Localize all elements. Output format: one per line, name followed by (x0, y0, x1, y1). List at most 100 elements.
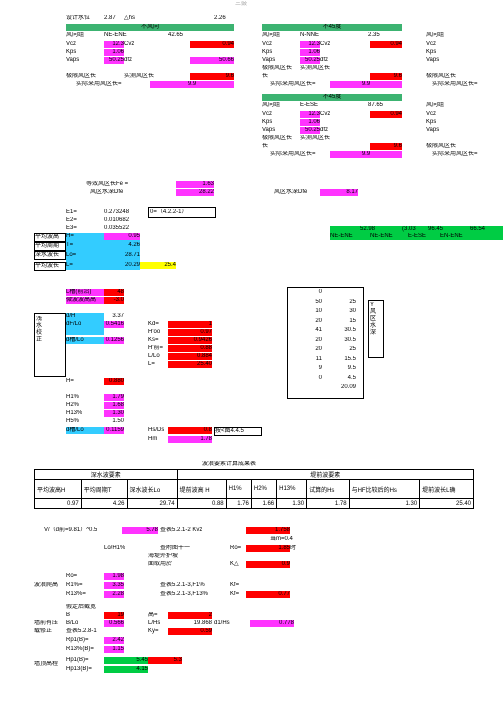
band-1: 不风向 (66, 24, 234, 31)
h2p-value: 1.68 (104, 402, 124, 409)
note-label: 按<图4.4.5 (214, 427, 262, 436)
dir-label-5: 风向组 (426, 102, 445, 108)
table-header-cell: 堤前波长L确 (419, 479, 474, 499)
lh-value: 19.868 (193, 620, 212, 626)
h-label: H= (66, 233, 74, 239)
kp-label-4: Kps (426, 49, 437, 55)
kp-label-2: Kps (262, 49, 273, 55)
shallow-correction-box (34, 313, 66, 377)
wall-label: 墙前有压 (34, 620, 59, 626)
dir-label-1: 风向组 (66, 32, 85, 38)
l-value: 20.29 (124, 262, 140, 268)
rp-value: 3.35 (104, 582, 124, 589)
len1-label-3: 极限风区长 (262, 135, 293, 141)
e1-note: 0=（4.2.2-1） (150, 209, 188, 215)
dlh-label: d1/Hs (214, 620, 230, 626)
depth-left: 20 (315, 346, 322, 352)
h13p-label: H13% (66, 410, 83, 416)
len-value-2: 9.6 (370, 73, 402, 80)
bl-value: 0.566 (104, 620, 124, 627)
depth-right: 30.5 (344, 336, 356, 343)
hm-value: 1.78 (168, 436, 212, 443)
b-label: B (66, 612, 71, 618)
table-header-cell: 平均周期T (80, 479, 128, 499)
table-value-cell: 1.30 (276, 498, 308, 509)
depth-left: 50 (315, 298, 322, 305)
k-label: K△ (230, 561, 239, 567)
table-header-cell: 试算的Hs (306, 479, 350, 499)
l2-value: 25.40 (168, 361, 212, 368)
kp-value-2: 1.06 (300, 49, 320, 56)
s2-b2-value: 0.5416 (104, 321, 124, 328)
t-label: T= (66, 242, 74, 248)
s2-b1-label: d/H (66, 313, 76, 319)
b-value: 19 (104, 612, 124, 619)
depth-left: 20 (315, 317, 322, 324)
kp-value-3: 1.06 (300, 119, 320, 126)
side-tag-3: 深水波长 (34, 251, 66, 260)
depth-right: 30.5 (344, 327, 356, 333)
depth-right: 25 (349, 298, 356, 305)
table-value-cell: 0.88 (176, 498, 227, 509)
q4-label: 查表5.2.1-3,F1% (160, 582, 205, 588)
r13-value: 2.28 (104, 591, 124, 598)
dlh-value: 0.778 (250, 620, 294, 627)
hs-label: △hs (124, 15, 135, 21)
depth-left: 10 (315, 308, 322, 314)
kp-value: 1.06 (104, 49, 124, 56)
depth-left: 9 (318, 365, 322, 371)
group-front: 堤前波要素 (176, 469, 475, 480)
len-short-2: 长 (262, 73, 269, 79)
table-header-cell: H1% (225, 479, 252, 499)
depth-right: 20.09 (340, 384, 356, 390)
hv-label: H= (66, 378, 74, 384)
ang-2: 2.35 (368, 32, 380, 38)
adopt-value-3: 9.9 (330, 151, 402, 158)
s2-a2-label: 微波波高高 (66, 297, 104, 304)
dfz-label-3: dfz (320, 127, 329, 133)
table-header-cell: 平均波高H (34, 479, 82, 499)
e2-label: E2= (66, 217, 77, 223)
depth-left: 20 (315, 336, 322, 343)
run-label: 波浪爬高 (34, 582, 59, 588)
len-value: 9.6 (190, 73, 234, 80)
vcz-label: Vcz (66, 41, 77, 47)
e3-label: E3= (66, 225, 77, 231)
depth-right: 15.5 (344, 355, 356, 362)
vf-label: V/（d前=9.81）^0.5 (44, 527, 98, 533)
kp-label-3: Kps (262, 119, 273, 125)
lohp-label: Lo/H1% (104, 545, 126, 551)
t1b-value: 5.3 (148, 657, 182, 664)
depth-box (287, 287, 364, 399)
table-value-cell: 1.78 (306, 498, 350, 509)
table-header-cell: H13% (276, 479, 308, 499)
ks-value: 0.9426 (168, 337, 212, 344)
cvz-value-2: 0.94 (370, 41, 402, 48)
green-row (330, 226, 503, 240)
kf2-label: Kf= (230, 591, 240, 597)
h1-label: H'前= (148, 345, 163, 351)
depth-right: 9.5 (347, 365, 356, 371)
table-header-cell: H2% (250, 479, 278, 499)
shallow-correction-label: 浅 水 校 正 (36, 316, 43, 343)
cvz-value: 0.94 (190, 41, 234, 48)
ro-label: Ro= (66, 573, 78, 579)
t2-label: Hp13(B)= (66, 666, 92, 672)
adopt-label-2: 实际采用风区长= (270, 81, 316, 87)
assume-label: 假定后截宽 (66, 604, 97, 610)
vcz-label-2: Vcz (262, 41, 273, 47)
green-v3: 96.45 (428, 226, 444, 232)
dfz-label: dfz (124, 57, 133, 63)
vaps-label-4: Vaps (426, 57, 440, 63)
t2-value: 4.15 (104, 666, 148, 673)
adopt-value: 9.9 (150, 81, 234, 88)
vf-value: 5.78 (122, 527, 158, 534)
kf-label: Kf= (230, 582, 240, 588)
depth-left: 41 (315, 327, 322, 333)
e1-note-box (148, 207, 216, 218)
cvz-label-3: Cvz (320, 111, 331, 117)
len1-label-5: 极限风区长 (426, 143, 457, 149)
ky-label: Ky= (148, 628, 159, 634)
lo-ratio-value: 0.884 (168, 353, 212, 360)
